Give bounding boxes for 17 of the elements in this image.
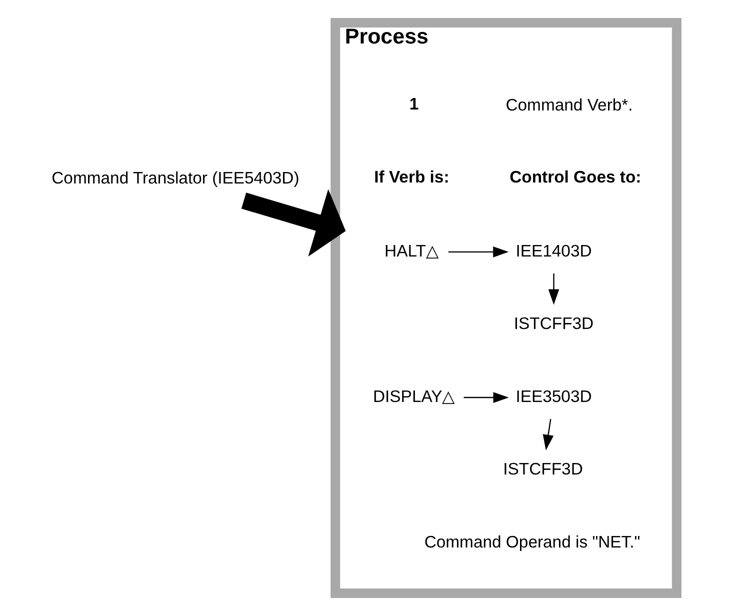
node-text: IEE3503D: [515, 386, 592, 406]
label: Control Goes to:: [509, 167, 641, 186]
node-text: HALT△: [384, 241, 438, 260]
label: Command Verb*.: [505, 96, 632, 115]
arrow: [548, 273, 559, 305]
label: If Verb is:: [374, 167, 449, 186]
label: 1: [408, 94, 418, 114]
arrow: [448, 246, 508, 258]
node-text: ISTCFF3D: [513, 314, 594, 334]
node-text: ISTCFF3D: [502, 460, 582, 479]
arrow: [542, 418, 554, 450]
node-text: Command Translator (IEE5403D): [51, 168, 299, 188]
node-text: DISPLAY△: [372, 386, 455, 406]
label: Command Operand is "NET.": [424, 532, 640, 552]
arrow: [240, 189, 346, 257]
node-text: IEE1403D: [515, 241, 592, 260]
arrow: [463, 392, 508, 403]
